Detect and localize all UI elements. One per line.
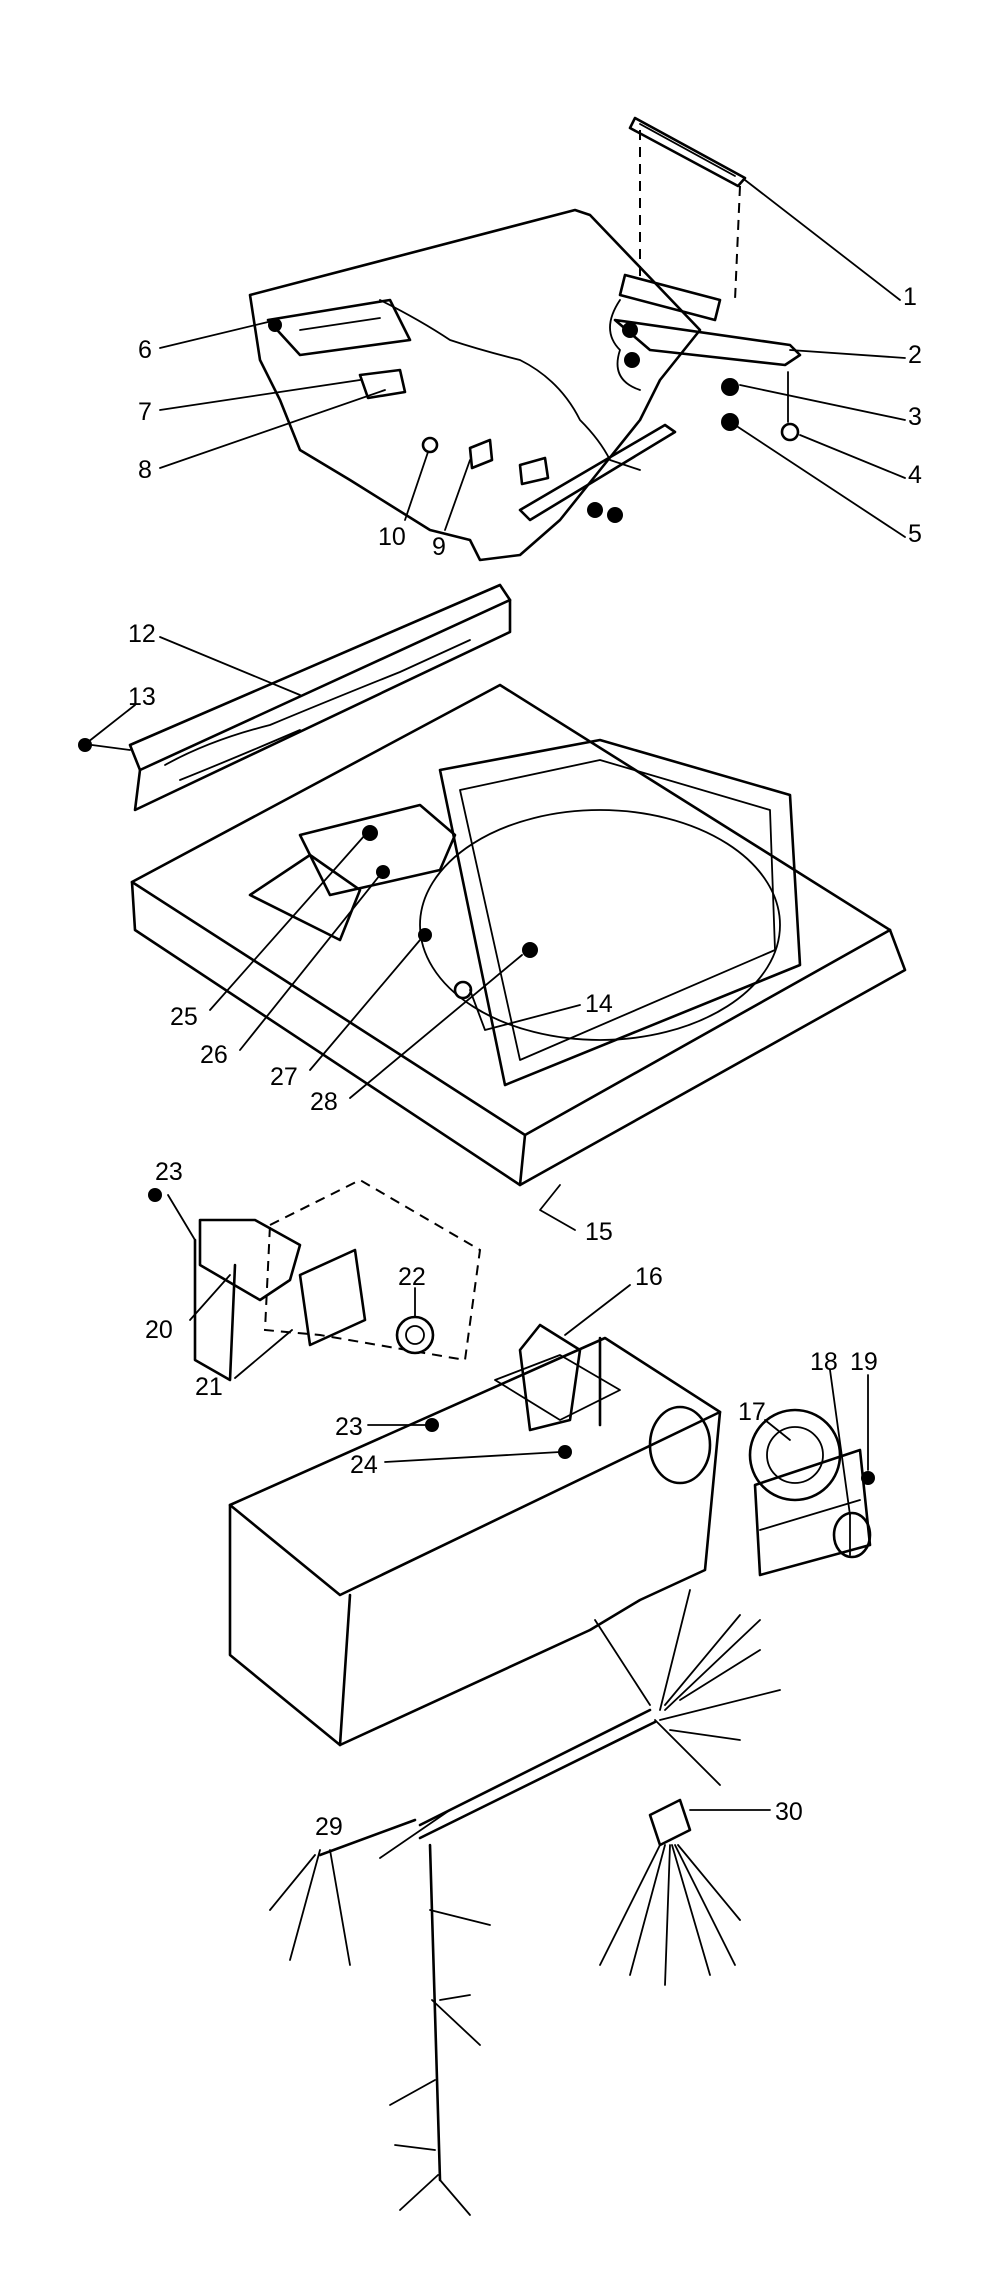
callout-9: 9 bbox=[432, 533, 446, 561]
callout-30: 30 bbox=[775, 1798, 803, 1826]
callout-7: 7 bbox=[138, 398, 152, 426]
callout-22: 22 bbox=[398, 1263, 426, 1291]
callout-26: 26 bbox=[200, 1041, 228, 1069]
callout-23-lower: 23 bbox=[335, 1413, 363, 1441]
callout-15: 15 bbox=[585, 1218, 613, 1246]
wire-harness-part-29 bbox=[269, 1589, 781, 2216]
callout-1: 1 bbox=[903, 283, 917, 311]
hinge-bracket-part-1 bbox=[618, 116, 747, 322]
callout-27: 27 bbox=[270, 1063, 298, 1091]
leader-lines bbox=[87, 179, 906, 1859]
callout-14: 14 bbox=[585, 990, 613, 1018]
switch-bracket-part-20 bbox=[148, 1188, 302, 1382]
callout-13: 13 bbox=[128, 683, 156, 711]
callout-16: 16 bbox=[635, 1263, 663, 1291]
callout-29: 29 bbox=[315, 1813, 343, 1841]
pulley-bracket-parts-17-19 bbox=[748, 1408, 875, 1577]
bracket-part-2 bbox=[613, 318, 802, 368]
callout-12: 12 bbox=[128, 620, 156, 648]
base-cabinet bbox=[228, 1323, 722, 1747]
fasteners-parts-3-5 bbox=[721, 371, 800, 442]
callout-24: 24 bbox=[350, 1451, 378, 1479]
callout-4: 4 bbox=[908, 461, 922, 489]
control-trim-strip-part-12 bbox=[78, 583, 512, 812]
tub-top-part-15 bbox=[130, 683, 907, 1187]
callout-3: 3 bbox=[908, 403, 922, 431]
control-box-part-21 bbox=[263, 1178, 482, 1432]
top-cover-panel bbox=[248, 208, 702, 562]
callout-17: 17 bbox=[738, 1398, 766, 1426]
callout-8: 8 bbox=[138, 456, 152, 484]
latch-rod-parts-9-10 bbox=[421, 423, 677, 523]
callout-19: 19 bbox=[850, 1348, 878, 1376]
callout-2: 2 bbox=[908, 341, 922, 369]
callout-21: 21 bbox=[195, 1373, 223, 1401]
callout-20: 20 bbox=[145, 1316, 173, 1344]
callout-28: 28 bbox=[310, 1088, 338, 1116]
callout-23-upper: 23 bbox=[155, 1158, 183, 1186]
callout-18: 18 bbox=[810, 1348, 838, 1376]
callout-25: 25 bbox=[170, 1003, 198, 1031]
callout-10: 10 bbox=[378, 523, 406, 551]
handle-parts-6-8 bbox=[266, 298, 412, 400]
callout-labels: 1 2 3 4 5 6 7 8 9 10 12 13 14 15 16 17 1… bbox=[128, 283, 922, 1841]
callout-5: 5 bbox=[908, 520, 922, 548]
callout-6: 6 bbox=[138, 336, 152, 364]
